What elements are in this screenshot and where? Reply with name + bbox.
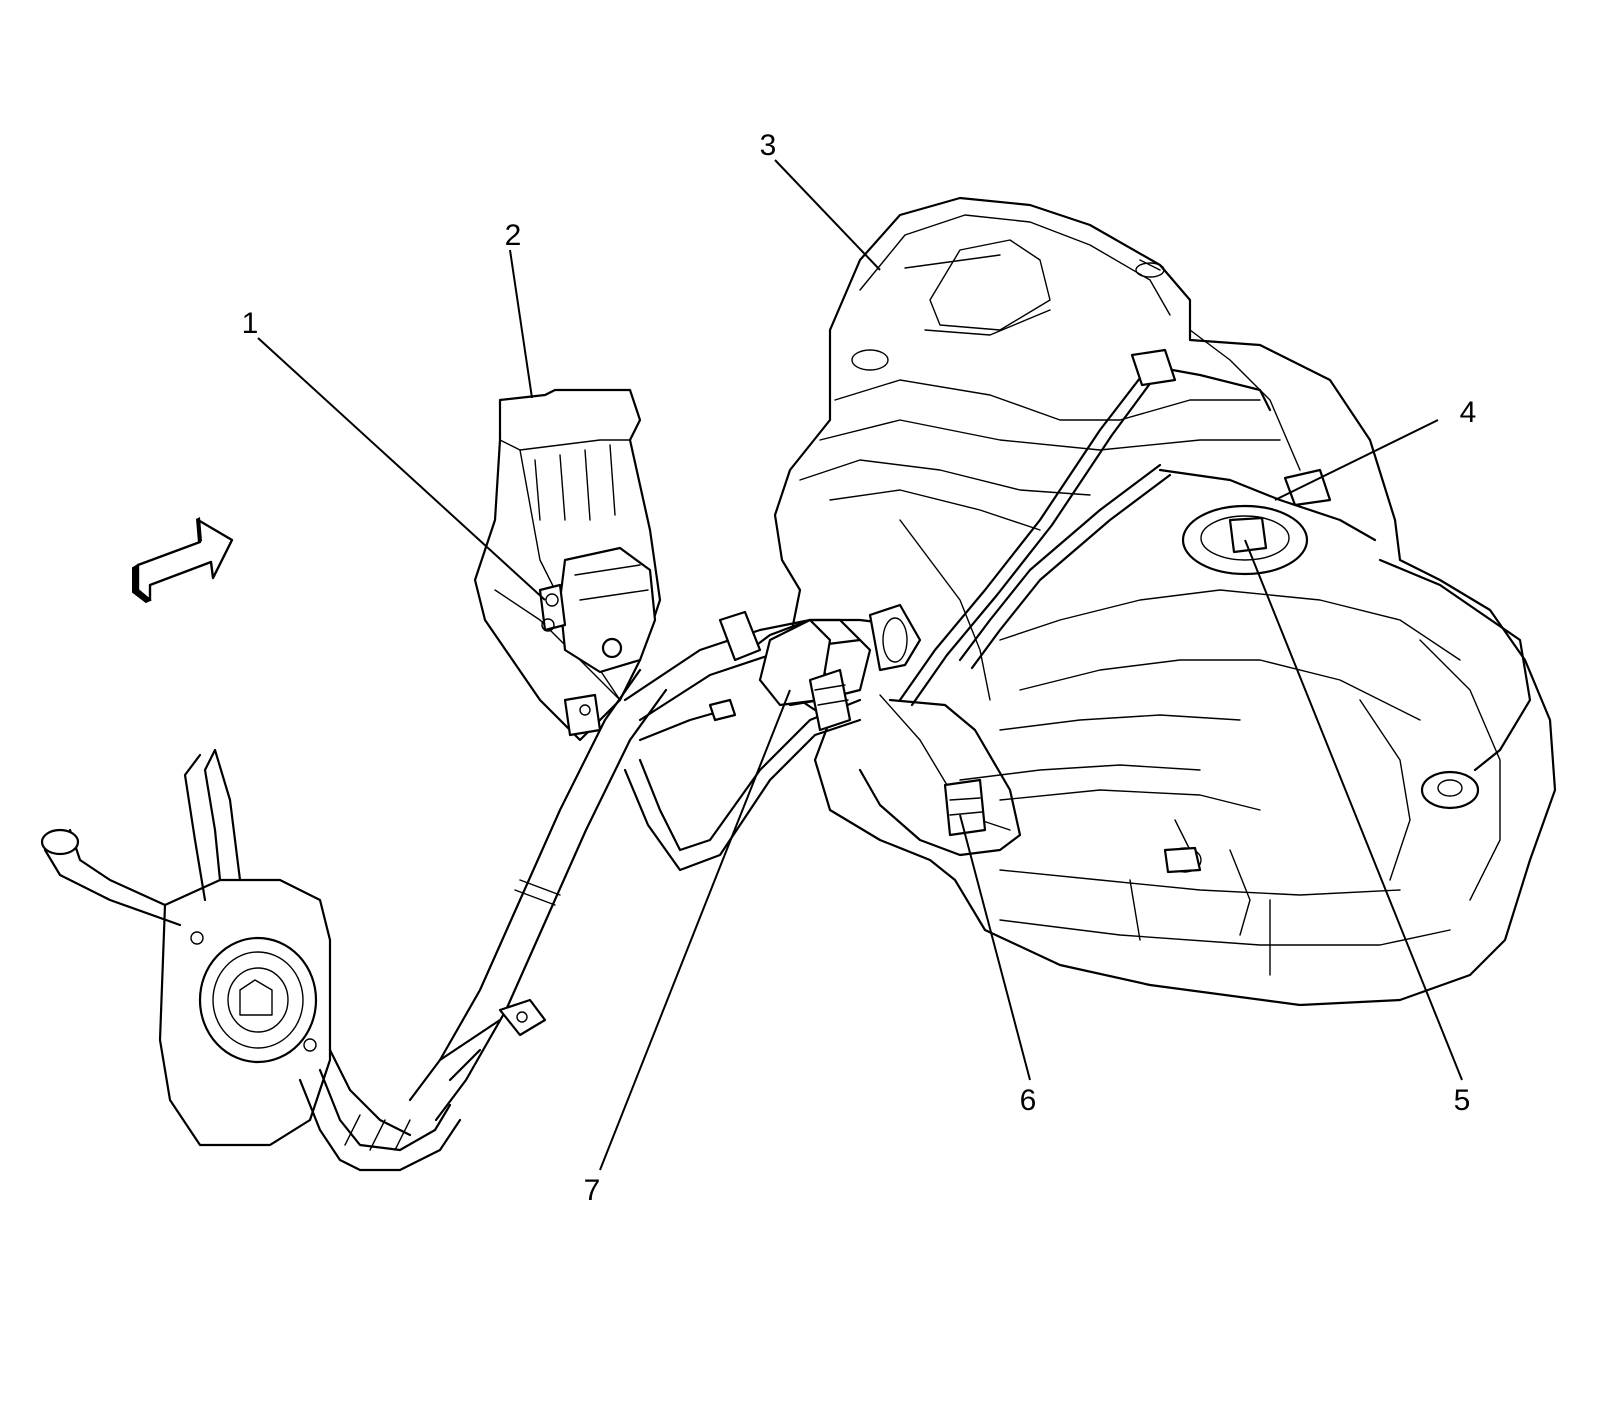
leader-5	[1244, 539, 1463, 1081]
leader-4	[1274, 419, 1439, 501]
leader-6	[959, 814, 1031, 1081]
forward-direction-arrow-icon	[132, 517, 234, 604]
callout-4: 4	[1460, 396, 1477, 429]
callout-leaders	[257, 159, 1463, 1171]
leader-7	[599, 689, 791, 1171]
leader-2	[509, 249, 533, 399]
callout-6: 6	[1020, 1084, 1037, 1117]
tank-lines	[858, 348, 1532, 857]
fuel-tank	[773, 196, 1557, 1007]
filler-pipe-assembly	[40, 603, 922, 1172]
callout-5: 5	[1454, 1084, 1471, 1117]
callout-2: 2	[505, 219, 522, 252]
evap-canister	[473, 388, 662, 742]
leader-3	[774, 159, 881, 271]
callout-7: 7	[584, 1174, 601, 1207]
callout-1: 1	[242, 307, 259, 340]
leader-1	[257, 337, 546, 601]
callout-3: 3	[760, 129, 777, 162]
callout-labels: 1 2 3 4 5 6 7	[242, 129, 1477, 1207]
